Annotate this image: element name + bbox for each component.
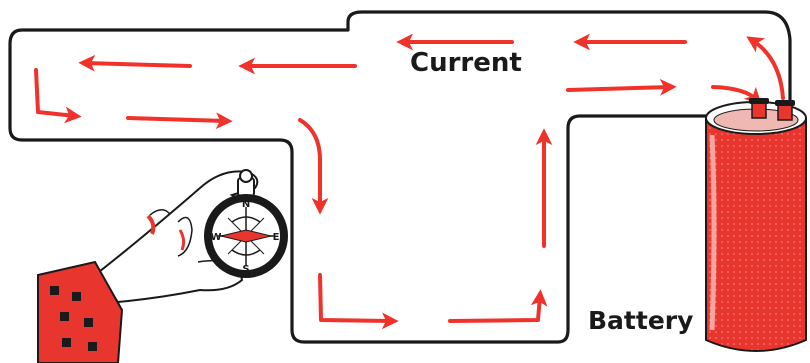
current-arrow — [318, 273, 399, 330]
current-arrow — [711, 85, 762, 105]
current-arrow — [746, 36, 785, 100]
current-arrow — [298, 118, 329, 215]
current-arrow — [566, 78, 677, 96]
battery-terminal — [749, 98, 769, 119]
compass-south-letter: S — [242, 264, 249, 275]
current-arrow — [126, 112, 233, 130]
wire-loop — [8, 10, 792, 344]
battery-label: Battery — [588, 306, 694, 335]
current-label: Current — [410, 48, 522, 78]
sleeve-cuff — [37, 260, 124, 363]
battery — [705, 98, 807, 352]
compass-needle — [220, 229, 272, 243]
compass-north-letter: N — [242, 199, 250, 210]
compass-west-letter: W — [210, 232, 221, 243]
battery-terminal — [775, 100, 795, 121]
current-arrow — [34, 68, 82, 124]
current-arrow — [448, 289, 548, 323]
compass-east-letter: E — [273, 232, 280, 243]
compass: N S E W — [204, 169, 288, 278]
current-arrow — [78, 54, 192, 72]
